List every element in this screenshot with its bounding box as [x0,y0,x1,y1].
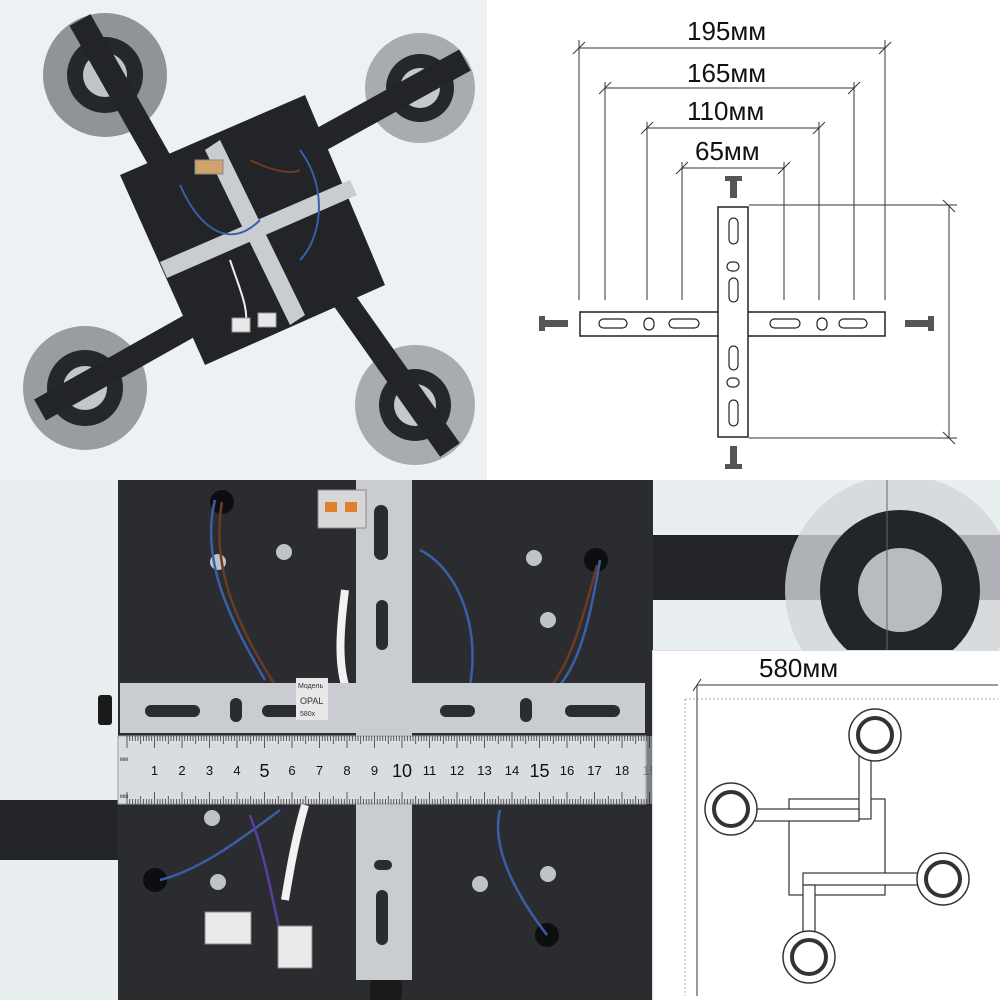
white-cable [336,589,349,687]
dimension-lines [692,678,998,996]
dim-label-195: 195мм [687,16,766,46]
wire-connector [317,489,367,529]
ruler-unit-label: мм [120,757,128,763]
product-sticker: Модель OPAL 580х [296,678,328,720]
ruler-number: 5 [259,761,269,781]
ruler-unit-label: мм [120,794,128,800]
knob [370,980,402,1000]
dimension-drawing: 195мм 165мм 110мм 65мм [539,16,957,469]
ruler-number: 8 [343,763,350,778]
ruler-number: 17 [587,763,601,778]
screw-icon [539,176,934,469]
fixture-top-illustration [23,13,475,465]
wire-connector [204,911,313,969]
dimension-lines [572,40,957,445]
ruler-number: 4 [233,763,240,778]
ruler-number: 7 [316,763,323,778]
ruler-number: 10 [392,761,412,781]
sticker-line-3: 580х [300,711,316,718]
bracket-horizontal [120,683,645,733]
ruler-number: 14 [505,763,519,778]
ruler-number: 2 [178,763,185,778]
ruler-number: 15 [529,761,549,781]
ruler-number: 1 [151,763,158,778]
wires [179,149,320,331]
ruler-number: 11 [423,763,437,778]
sticker-line-1: Модель [298,683,323,690]
ruler-number: 9 [371,763,378,778]
shade-closeup [785,480,1000,705]
mounting-bracket [160,140,357,325]
white-cable [281,803,309,901]
bracket-outline [579,206,886,438]
ruler-body [117,735,647,805]
wire-connector [194,159,224,175]
screw-heads [204,544,556,892]
bracket-slots [374,505,392,945]
ruler-number: 16 [560,763,574,778]
wire-connector [231,317,251,333]
dashed-guides [684,698,998,996]
bracket-dimension-diagram: 195мм 165мм 110мм 65мм [487,0,1000,480]
ruler-number: 12 [450,763,464,778]
fixture-arms [34,14,471,457]
overall-size-inset: 580мм [652,650,1000,1000]
fixture-arm [0,800,120,860]
dim-label-110: 110мм [687,96,764,126]
wire-connector [257,312,277,328]
sticker-line-2: OPAL [300,696,323,706]
ruler-number: 3 [206,763,213,778]
dim-label-165: 165мм [687,58,766,88]
shade-outlines [704,708,970,984]
knob [98,695,112,725]
wires [159,499,602,951]
fixture-outline [742,734,920,946]
bracket-slots [598,217,868,427]
fixture-top-view-photo [0,0,487,480]
ruler-number: 18 [615,763,629,778]
overall-size-drawing: 580мм [684,653,998,996]
dim-label-580: 580мм [759,653,838,683]
ruler-number: 6 [288,763,295,778]
ruler-number: 13 [477,763,491,778]
dim-label-65: 65мм [695,136,760,166]
